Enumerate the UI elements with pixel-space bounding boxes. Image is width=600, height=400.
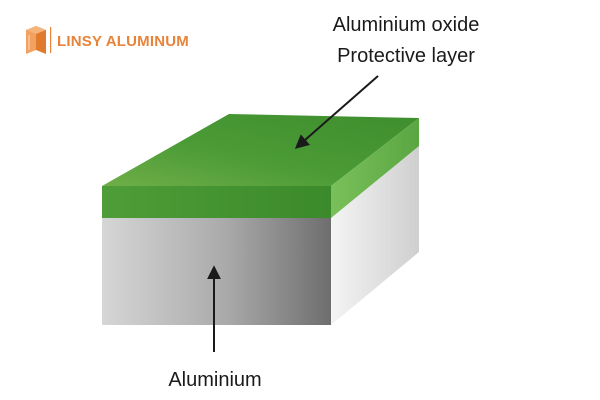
oxide-front-face xyxy=(102,186,331,218)
oxide-side-face xyxy=(331,118,419,218)
brand-logo: LINSY ALUMINUM xyxy=(26,26,189,54)
brand-name: LINSY ALUMINUM xyxy=(57,33,189,50)
aluminium-label: Aluminium xyxy=(168,369,261,391)
oxide-label-line2: Protective layer xyxy=(337,45,475,67)
oxide-label-line1: Aluminium oxide xyxy=(333,14,480,36)
aluminium-front-face xyxy=(102,218,331,325)
aluminium-side-face xyxy=(331,146,419,325)
oxide-arrow xyxy=(294,75,379,149)
box-icon xyxy=(26,26,46,54)
brand-divider xyxy=(50,27,52,53)
oxide-layer xyxy=(102,114,419,218)
oxide-top-face xyxy=(102,114,419,186)
